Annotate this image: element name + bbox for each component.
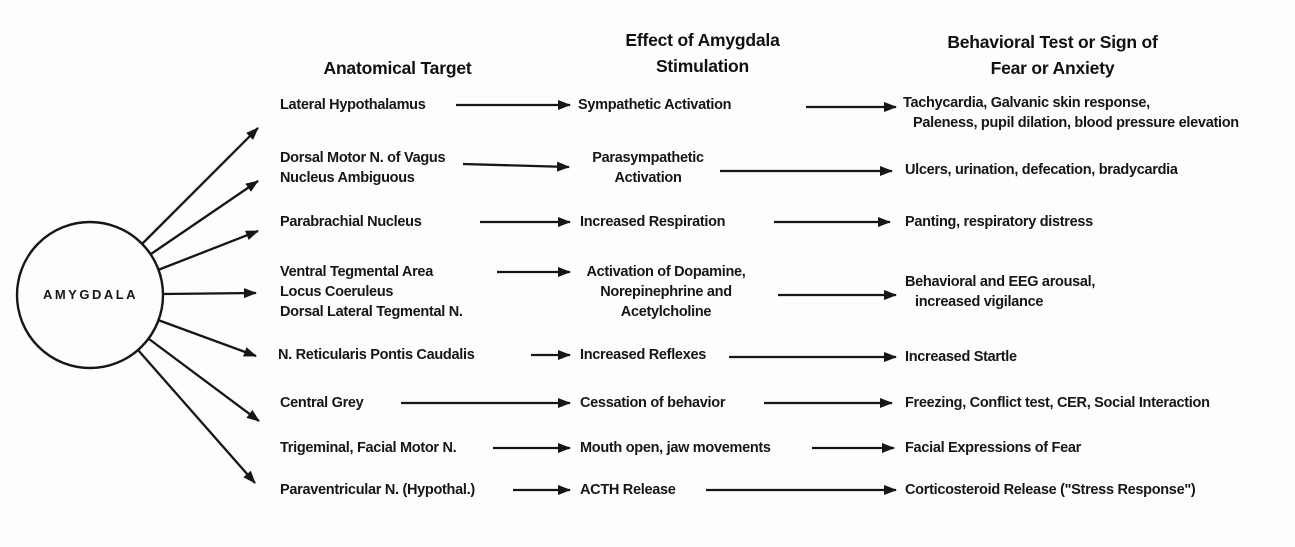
- target-trigeminal-facial-motor: Trigeminal, Facial Motor N.: [280, 440, 457, 456]
- fan-arrow-lateral-hypothalamus: [141, 127, 259, 245]
- target-effect-arrows: [401, 100, 571, 495]
- effect-acth-release: ACTH Release: [580, 482, 676, 498]
- effect-behavior-arrows: [706, 102, 897, 495]
- behavior-facial-expressions: Facial Expressions of Fear: [905, 440, 1081, 456]
- effect-increased-reflexes: Increased Reflexes: [580, 347, 706, 363]
- behavior-tachycardia: Tachycardia, Galvanic skin response, Pal…: [903, 95, 1239, 131]
- effect-activation-dopamine: Activation of Dopamine, Norepinephrine a…: [586, 264, 746, 320]
- fan-arrow-parabrachial: [157, 229, 259, 272]
- fan-arrow-nucleus-ambiguous: [150, 180, 259, 255]
- behavior-increased-startle: Increased Startle: [905, 349, 1017, 365]
- target-parabrachial-nucleus: Parabrachial Nucleus: [280, 214, 422, 230]
- effect-sympathetic-activation: Sympathetic Activation: [578, 97, 732, 113]
- fan-arrow-paraventricular: [137, 349, 256, 484]
- behavior-eeg-arousal: Behavioral and EEG arousal, increased vi…: [905, 274, 1096, 310]
- fan-arrows: [137, 127, 260, 484]
- column-header-anatomical-target: Anatomical Target: [323, 58, 472, 78]
- effect-cessation-of-behavior: Cessation of behavior: [580, 395, 726, 411]
- target-reticularis-pontis-caudalis: N. Reticularis Pontis Caudalis: [278, 347, 475, 363]
- behavior-ulcers: Ulcers, urination, defecation, bradycard…: [905, 162, 1178, 178]
- column-header-behavioral-test: Behavioral Test or Sign of Fear or Anxie…: [947, 32, 1158, 78]
- behavior-corticosteroid-release: Corticosteroid Release ("Stress Response…: [905, 482, 1196, 498]
- effect-parasympathetic-activation: Parasympathetic Activation: [592, 150, 704, 186]
- behavior-freezing: Freezing, Conflict test, CER, Social Int…: [905, 395, 1210, 411]
- behavior-panting: Panting, respiratory distress: [905, 214, 1093, 230]
- effect-increased-respiration: Increased Respiration: [580, 214, 726, 230]
- target-paraventricular-nucleus: Paraventricular N. (Hypothal.): [280, 482, 475, 498]
- amygdala-node-label: AMYGDALA: [42, 287, 139, 302]
- fan-arrow-reticularis: [157, 318, 257, 358]
- amygdala-circle: [15, 220, 165, 370]
- target-dorsal-motor-vagus: Dorsal Motor N. of Vagus Nucleus Ambiguo…: [280, 150, 446, 186]
- effect-mouth-open-jaw: Mouth open, jaw movements: [580, 440, 771, 456]
- target-central-grey: Central Grey: [280, 395, 364, 411]
- target-ventral-tegmental-area: Ventral Tegmental Area Locus Coeruleus D…: [280, 264, 463, 320]
- arrow-row2-a: [462, 161, 570, 172]
- fan-arrow-central-grey: [148, 338, 260, 422]
- fan-arrow-locus-coeruleus: [162, 288, 257, 299]
- column-header-effect-of-stimulation: Effect of Amygdala Stimulation: [625, 30, 780, 76]
- target-lateral-hypothalamus: Lateral Hypothalamus: [280, 97, 426, 113]
